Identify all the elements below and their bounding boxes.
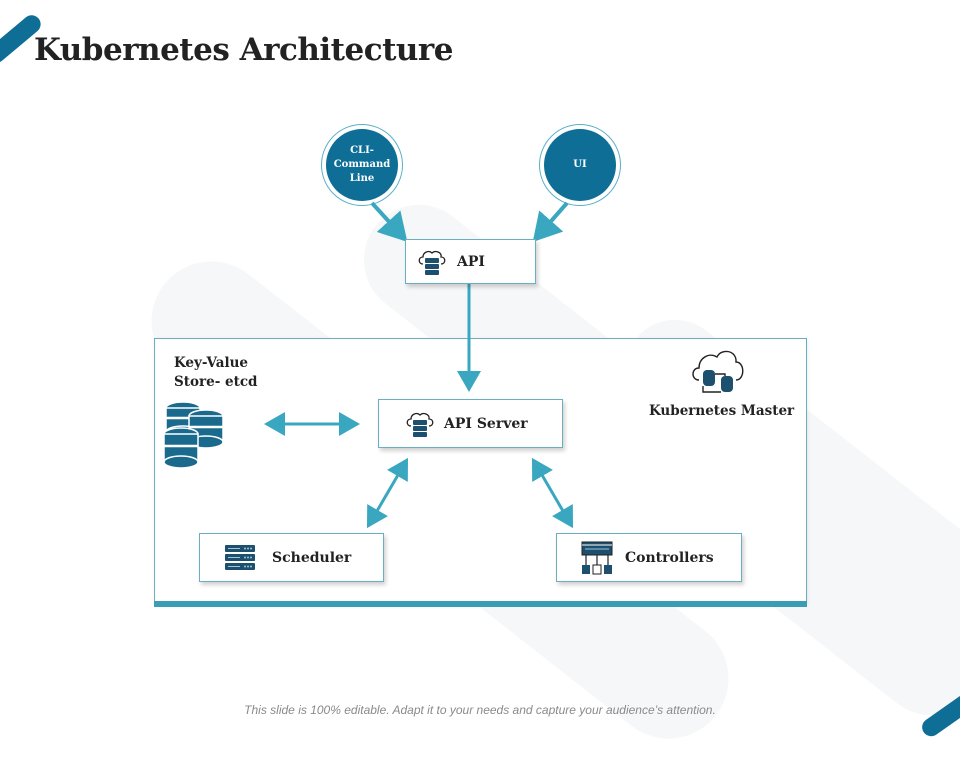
arrow-cli-to-api	[370, 201, 408, 242]
api-label: API	[457, 253, 485, 270]
cli-line-2: Command	[333, 159, 391, 170]
ui-node[interactable]: UI	[539, 124, 621, 206]
cli-line-3: Line	[349, 173, 375, 184]
database-stack-icon[interactable]	[162, 400, 226, 470]
master-bottom-bar	[154, 601, 807, 607]
footer-note: This slide is 100% editable. Adapt it to…	[244, 703, 716, 717]
cloud-server-icon	[418, 250, 446, 275]
connection-arrows	[264, 201, 574, 529]
arrow-ui-to-api	[532, 201, 569, 243]
kv-store-line-1: Key-Value	[174, 355, 249, 371]
api-server-box[interactable]: API Server	[378, 399, 563, 448]
cli-node-label: CLI- Command Line	[326, 129, 398, 201]
scheduler-label: Scheduler	[272, 549, 352, 566]
cloud-server-icon	[406, 412, 434, 437]
api-server-label: API Server	[444, 415, 528, 432]
scheduler-box[interactable]: Scheduler	[199, 533, 384, 582]
kubernetes-master-label: Kubernetes Master	[649, 403, 795, 419]
arrow-api-server-controllers	[531, 457, 574, 529]
api-box[interactable]: API	[405, 239, 536, 284]
arrow-api-server-scheduler	[366, 457, 409, 529]
cloud-database-icon	[692, 350, 744, 393]
ui-node-label: UI	[544, 129, 616, 201]
kv-store-line-2: Store- etcd	[174, 374, 258, 390]
controllers-box[interactable]: Controllers	[556, 533, 742, 582]
kv-store-label: Key-Value Store- etcd	[174, 354, 257, 392]
cli-node[interactable]: CLI- Command Line	[321, 124, 403, 206]
slide-title: Kubernetes Architecture	[34, 32, 454, 68]
server-rack-icon	[225, 544, 255, 570]
controller-network-icon	[581, 541, 613, 574]
cli-line-1: CLI-	[350, 145, 374, 156]
controllers-label: Controllers	[625, 549, 714, 566]
